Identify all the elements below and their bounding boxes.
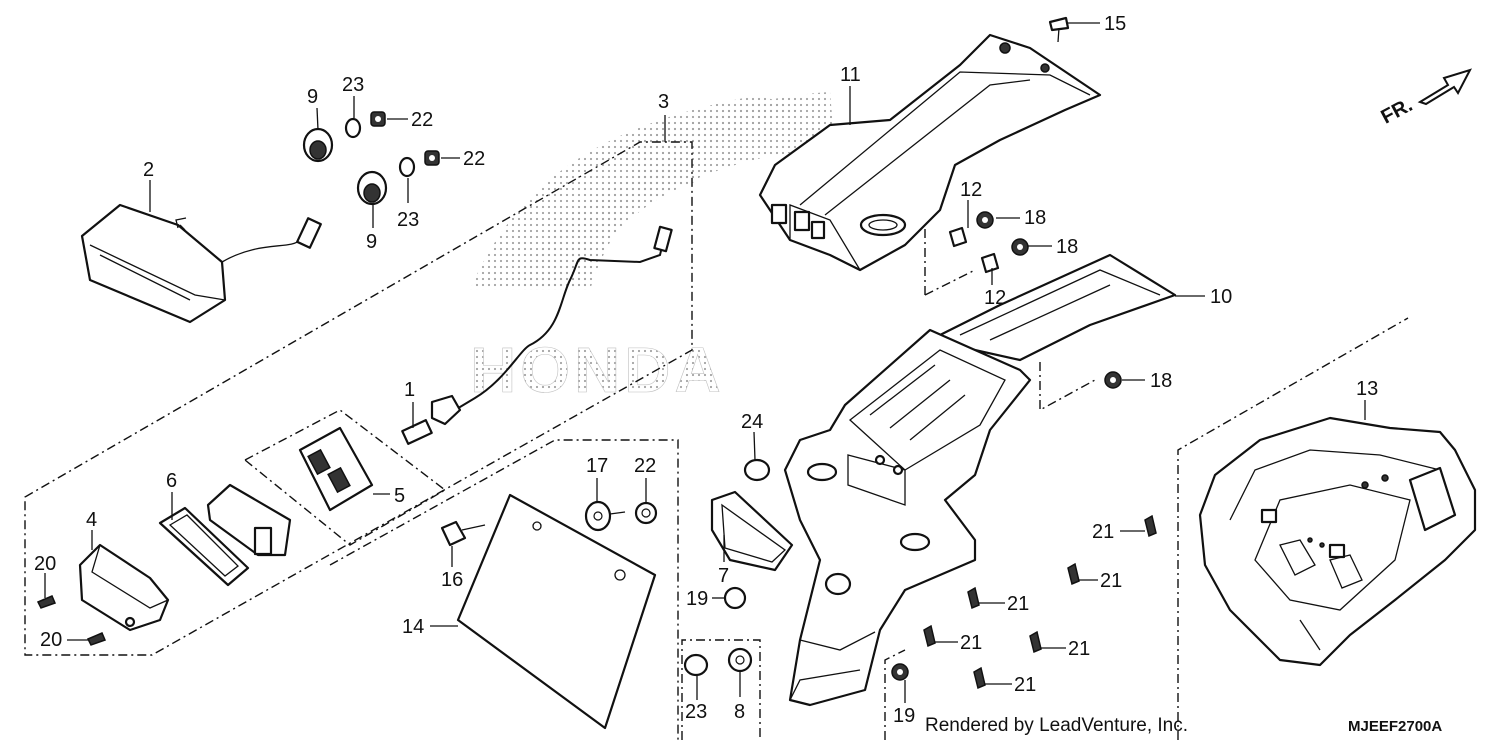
group-23-8-outline [681, 639, 761, 740]
label-13: 13 [1356, 378, 1378, 400]
label-20-a: 20 [34, 553, 56, 575]
license-light-lens [298, 426, 374, 512]
nut-19-lower [891, 663, 909, 681]
license-plate [456, 493, 657, 730]
footer-credit: Rendered by LeadVenture, Inc. [925, 715, 1188, 736]
label-21-c: 21 [1007, 593, 1029, 615]
label-11: 11 [840, 64, 861, 86]
tail-light [80, 203, 322, 324]
label-21-a: 21 [1092, 521, 1114, 543]
washer-23-bottom [683, 653, 709, 677]
label-2: 2 [143, 159, 154, 181]
front-label: FR. [1378, 94, 1417, 129]
label-9-bottom: 9 [366, 231, 377, 253]
label-24: 24 [741, 411, 763, 433]
gasket [158, 506, 250, 587]
rear-bracket [928, 253, 1177, 362]
label-3: 3 [658, 91, 669, 113]
label-7: 7 [718, 565, 729, 587]
label-15: 15 [1104, 13, 1126, 35]
label-5: 5 [394, 485, 405, 507]
rear-fender [783, 328, 1032, 707]
rear-cowl [758, 33, 1102, 272]
grommet-17 [584, 500, 626, 532]
honda-watermark: HONDA [470, 92, 835, 406]
assembly-group-3-outline [24, 115, 693, 656]
nut-18-c [1104, 371, 1122, 389]
nut-18-a [976, 211, 994, 229]
washer-mid [398, 156, 416, 178]
label-23-a: 23 [342, 74, 364, 96]
label-6: 6 [166, 470, 177, 492]
label-18-a: 18 [1024, 207, 1046, 229]
label-22-c: 22 [634, 455, 656, 477]
front-direction-indicator: FR. [1378, 68, 1472, 129]
screw-15 [1048, 16, 1070, 43]
license-light-housing [78, 543, 170, 632]
nut-top [370, 111, 386, 127]
label-21-f: 21 [1014, 674, 1036, 696]
leader-lines [44, 22, 1366, 703]
label-21-b: 21 [1100, 570, 1122, 592]
wire-harness [430, 225, 673, 426]
label-4: 4 [86, 509, 97, 531]
grommet-top [302, 127, 334, 163]
diagram-code: MJEEF2700A [1348, 718, 1442, 735]
label-14: 14 [402, 616, 424, 638]
bulb [401, 419, 433, 445]
label-20-b: 20 [40, 629, 62, 651]
collar-12-bottom [980, 252, 1000, 274]
label-1: 1 [404, 379, 415, 401]
inner-fender [1198, 416, 1477, 667]
screw-20-top [36, 595, 57, 609]
nut-mid [424, 150, 440, 166]
label-19-a: 19 [686, 588, 708, 610]
label-17: 17 [586, 455, 608, 477]
washer-24 [743, 458, 771, 482]
label-8: 8 [734, 701, 745, 723]
washer-top [344, 117, 362, 139]
label-23-c: 23 [685, 701, 707, 723]
label-18-b: 18 [1056, 236, 1078, 258]
grommet-bottom [356, 170, 388, 206]
license-light-socket [206, 483, 292, 557]
watermark-text: HONDA [470, 334, 725, 406]
group-18-outline [1039, 362, 1096, 412]
label-10: 10 [1210, 286, 1232, 308]
nut-8 [727, 647, 753, 673]
nut-22-plate [634, 501, 658, 525]
label-23-b: 23 [397, 209, 419, 231]
screw-20-bottom [86, 632, 107, 646]
group-14-outline [329, 439, 679, 740]
reflector [710, 490, 794, 572]
label-21-e: 21 [1068, 638, 1090, 660]
part-labels: 1 2 3 4 5 6 7 8 9 9 10 11 12 12 13 14 15… [34, 13, 1378, 727]
nut-18-b [1011, 238, 1029, 256]
label-12-top: 12 [960, 179, 982, 201]
label-22-a: 22 [411, 109, 433, 131]
label-9-top: 9 [307, 86, 318, 108]
group-19-outline [884, 649, 906, 740]
grommet-19 [723, 586, 747, 610]
label-22-b: 22 [463, 148, 485, 170]
label-16: 16 [441, 569, 463, 591]
label-18-c: 18 [1150, 370, 1172, 392]
group-13-outline [1177, 317, 1409, 740]
screw-21-set [923, 514, 1157, 690]
label-21-d: 21 [960, 632, 982, 654]
group-5-outline [243, 409, 447, 546]
bolt-16 [440, 520, 486, 547]
label-12-bottom: 12 [984, 287, 1006, 309]
collar-12-top [948, 226, 968, 248]
label-19-b: 19 [893, 705, 915, 727]
